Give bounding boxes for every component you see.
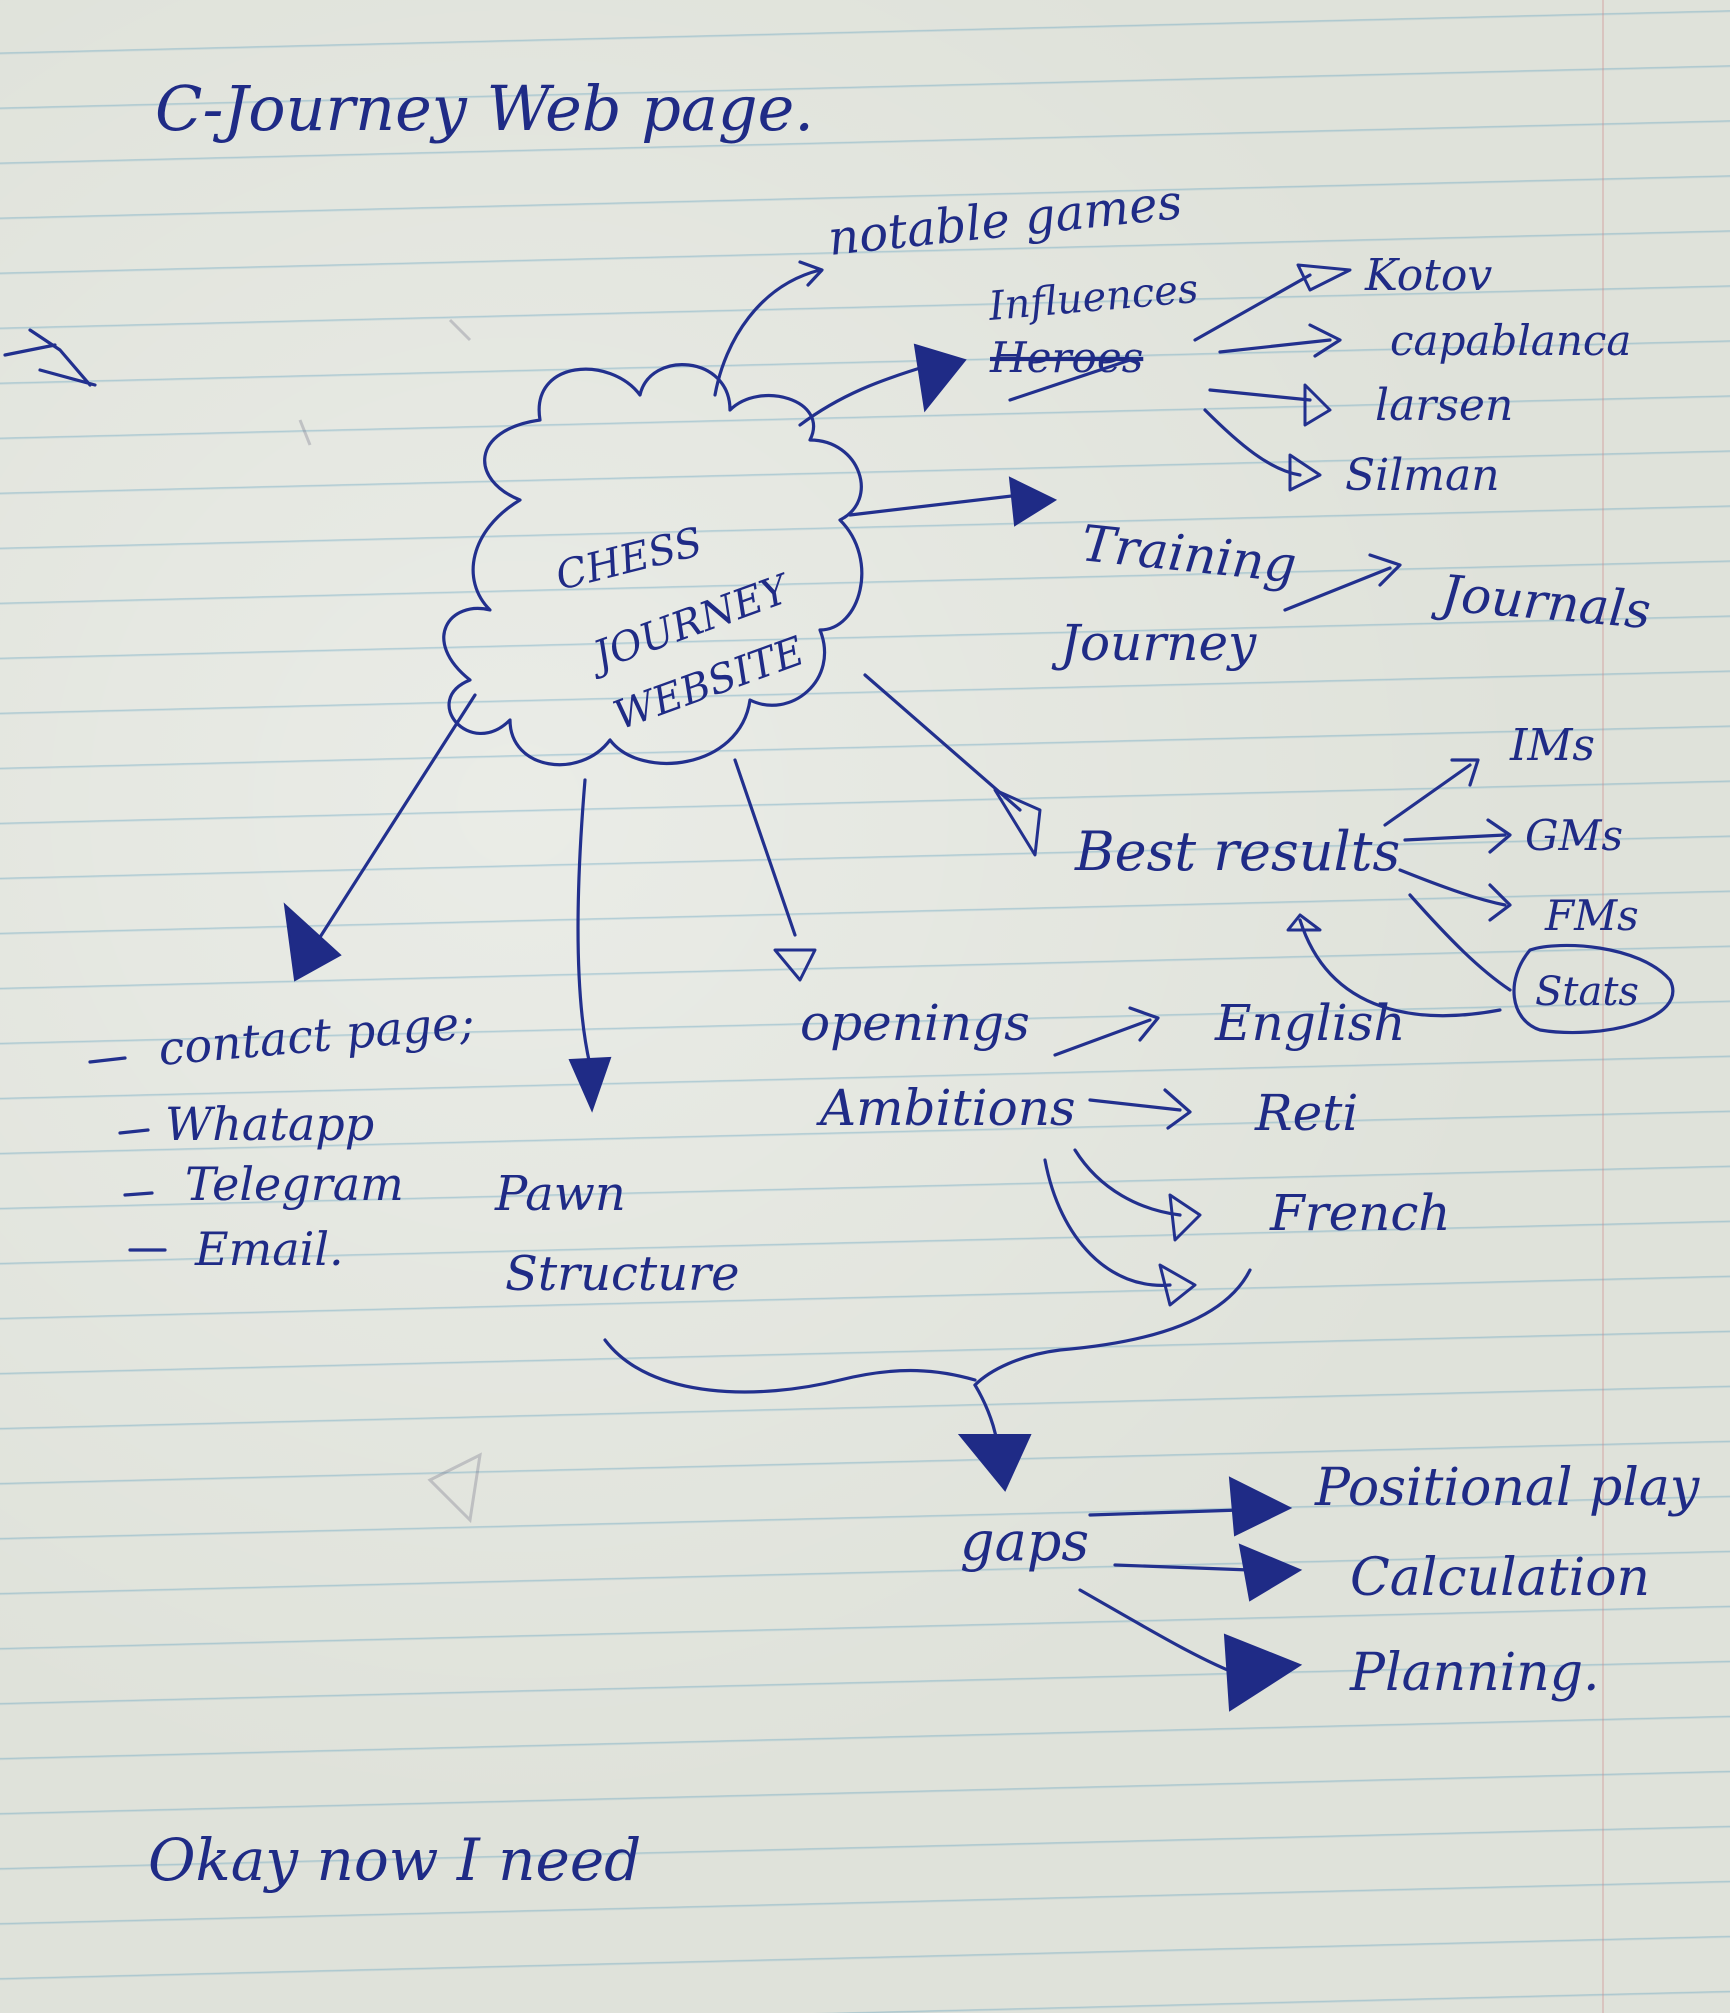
- strike-through: [1008, 358, 1132, 402]
- result-stats: Stats: [1535, 969, 1639, 1015]
- arrow-head: [1450, 758, 1480, 787]
- arrow-to-larsen: [1208, 388, 1312, 402]
- margin-line: [1602, 0, 1604, 2013]
- arrow-to-journals: [1283, 566, 1392, 612]
- heroes-struck-label: Heroes: [989, 333, 1143, 382]
- arrow-head: [1286, 913, 1322, 932]
- arrow-head: [568, 1056, 612, 1113]
- arrow-to-french: [1073, 1148, 1182, 1217]
- result-fms: FMs: [1544, 891, 1639, 940]
- influences-label: Influences: [986, 266, 1200, 330]
- center-cloud: [442, 363, 864, 767]
- arrow-head: [1368, 553, 1402, 587]
- arrow-head: [1486, 818, 1512, 854]
- arrow-head: [913, 343, 967, 413]
- stray-arrow-mark: [3, 328, 97, 387]
- pawn-label-line-2: Structure: [505, 1246, 739, 1302]
- arrow-to-openings: [733, 758, 797, 937]
- openings-label-line-1: openings: [800, 994, 1030, 1052]
- pawn-label-line-1: Pawn: [494, 1166, 626, 1222]
- opening-french: French: [1269, 1184, 1451, 1242]
- arrow-to-kotov: [1193, 273, 1312, 342]
- arrow-to-english: [1053, 1018, 1152, 1057]
- arrow-to-positional-play: [1088, 1508, 1242, 1517]
- stats-return-arrow: [1298, 918, 1502, 1018]
- arrow-to-blank: [1043, 1158, 1172, 1287]
- opening-reti: Reti: [1254, 1084, 1358, 1142]
- influence-capablanca: capablanca: [1390, 316, 1631, 365]
- arrow-to-calculation: [1113, 1563, 1252, 1572]
- arrow-to-training: [848, 493, 1022, 517]
- notable-games-label: notable games: [825, 174, 1184, 267]
- contact-email: Email.: [194, 1222, 344, 1276]
- arrow-to-planning: [1078, 1588, 1242, 1677]
- arrow-head: [1288, 453, 1322, 492]
- arrow-head: [1163, 1088, 1192, 1130]
- arrow-to-silman: [1203, 408, 1302, 477]
- arrow-to-fms: [1398, 868, 1507, 907]
- arrow-to-pawn-structure: [576, 778, 592, 1067]
- gap-positional-play: Positional play: [1314, 1458, 1700, 1518]
- arrow-to-capablanca: [1218, 338, 1332, 354]
- bleed-through-mark: [298, 318, 472, 446]
- arrow-head: [773, 948, 817, 982]
- arrow-head: [1223, 1633, 1303, 1712]
- influence-larsen: larsen: [1375, 380, 1513, 431]
- result-ims: IMs: [1509, 720, 1595, 771]
- training-label-line-2: Journey: [1051, 614, 1257, 672]
- bullet-dash: [118, 1128, 150, 1135]
- bullet-dash: [88, 1056, 127, 1064]
- arrow-to-notable-games: [713, 268, 822, 397]
- center-label-line-1: CHESS: [551, 519, 707, 600]
- influence-kotov: Kotov: [1364, 250, 1492, 301]
- arrow-to-ims: [1383, 763, 1472, 827]
- arrow-head: [1488, 883, 1512, 922]
- gap-calculation: Calculation: [1350, 1548, 1650, 1608]
- openings-label-line-2: Ambitions: [816, 1079, 1076, 1137]
- page-title: C-Journey Web page.: [155, 72, 814, 145]
- contact-whatsapp: Whatapp: [165, 1097, 374, 1151]
- stats-circle: [1512, 943, 1675, 1035]
- arrow-to-gms: [1403, 833, 1507, 842]
- link-openings-to-gaps: [973, 1268, 1252, 1387]
- arrow-head: [993, 788, 1042, 857]
- footer-note: Okay now I need: [148, 1826, 641, 1894]
- gaps-label: gaps: [960, 1510, 1089, 1573]
- gap-planning: Planning.: [1349, 1643, 1600, 1703]
- bullet-dash: [123, 1191, 154, 1197]
- opening-english: English: [1214, 994, 1406, 1052]
- arrow-head: [1238, 1543, 1303, 1602]
- arrow-head: [957, 1434, 1032, 1492]
- bleed-through-mark: [427, 1452, 482, 1524]
- link-pawn-to-gaps: [603, 1338, 977, 1394]
- arrow-to-stats: [1408, 893, 1512, 992]
- training-label-line-1: Training: [1079, 514, 1299, 594]
- best-results-label: Best results: [1074, 820, 1400, 883]
- arrow-head: [1158, 1263, 1197, 1307]
- influence-silman: Silman: [1345, 450, 1500, 501]
- arrow-head: [1128, 1006, 1160, 1042]
- contact-telegram: Telegram: [185, 1157, 404, 1211]
- training-journals: Journals: [1430, 563, 1653, 640]
- arrow-to-influences: [798, 363, 932, 427]
- arrow-head: [1303, 383, 1332, 427]
- arrow-head: [1168, 1193, 1202, 1242]
- arrow-head: [1228, 1476, 1293, 1537]
- contact-page-label: contact page;: [156, 995, 476, 1076]
- arrow-head: [1008, 476, 1058, 527]
- result-gms: GMs: [1525, 811, 1623, 860]
- arrow-to-contact: [313, 693, 477, 947]
- arrow-head: [1308, 323, 1342, 358]
- arrow-to-reti: [1088, 1098, 1182, 1112]
- arrow-head: [798, 260, 824, 287]
- arrow-head: [1296, 263, 1352, 292]
- arrow-to-best-results: [863, 673, 1022, 812]
- arrow-head: [283, 902, 342, 982]
